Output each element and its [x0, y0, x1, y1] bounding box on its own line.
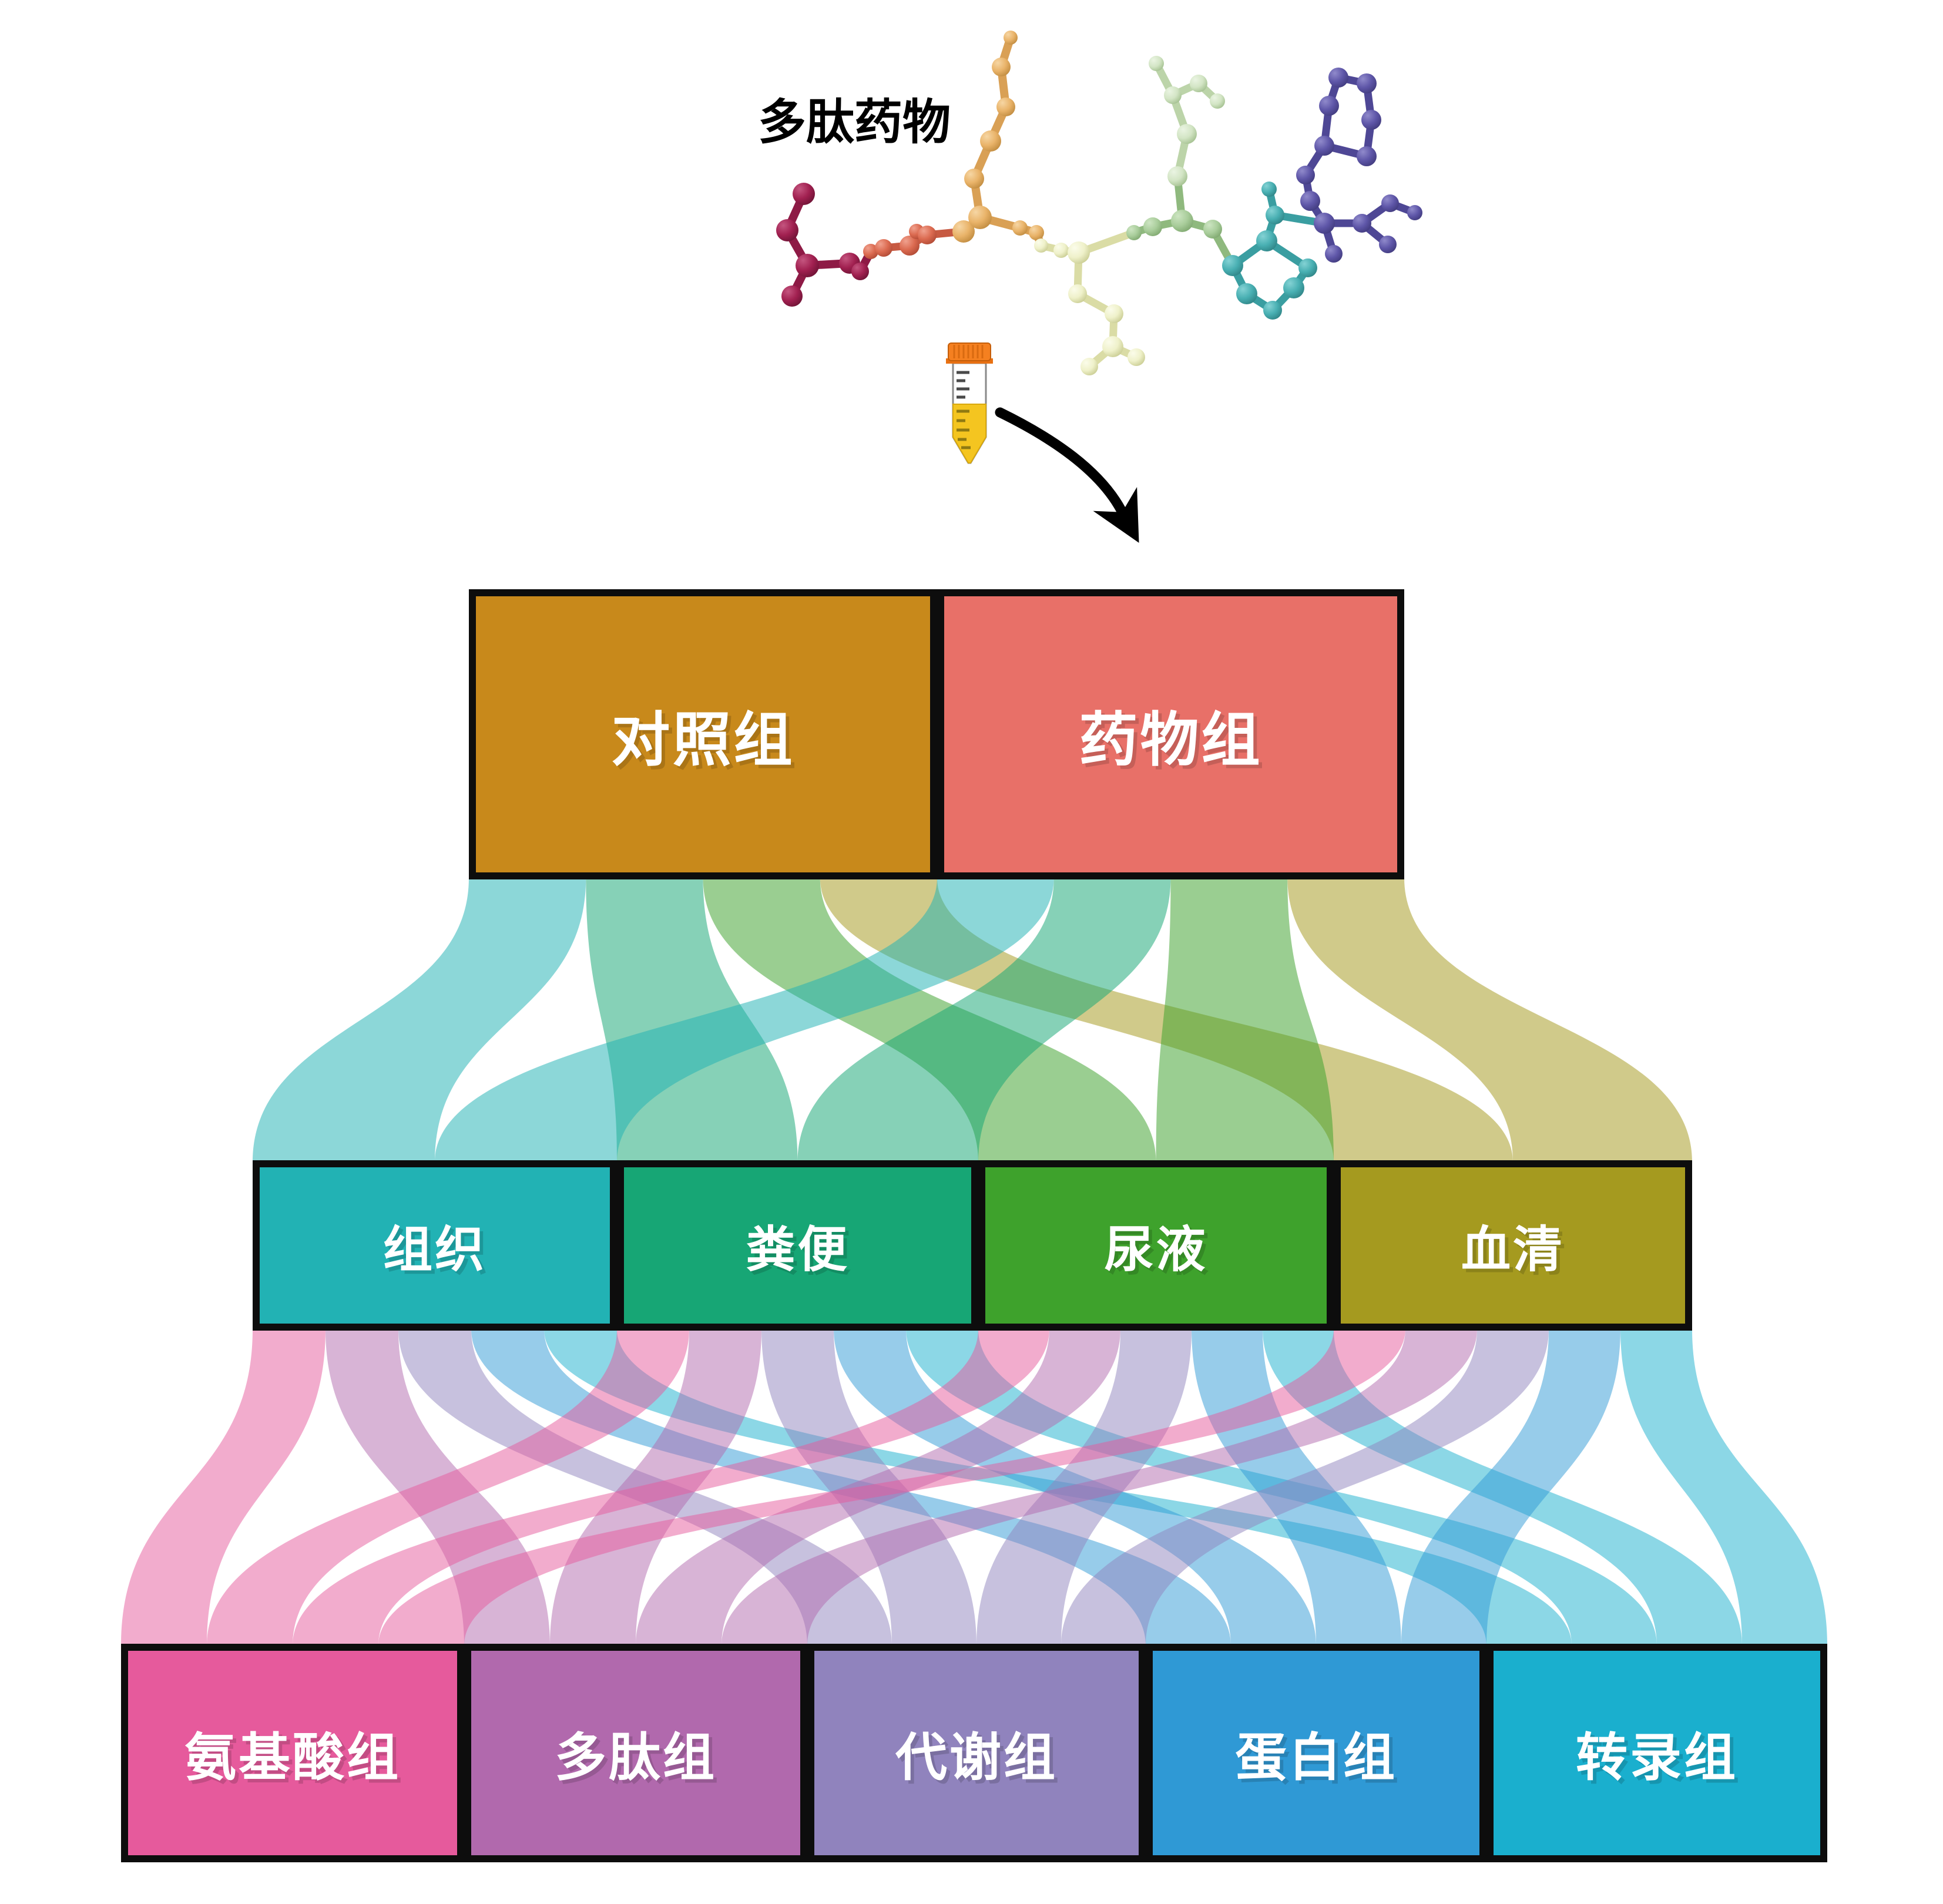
node-transcriptomics: 转录组 [1486, 1644, 1827, 1862]
sample-tube-and-arrow [946, 342, 1139, 543]
node-control-group: 对照组 [469, 589, 937, 879]
flow-arrow-icon [995, 407, 1139, 543]
molecule-bonds [783, 33, 1419, 371]
node-drug-group: 药物组 [937, 589, 1404, 879]
node-tissue: 组织 [253, 1160, 617, 1331]
flow-ribbon [1061, 1329, 1549, 1646]
node-urine: 尿液 [978, 1160, 1334, 1331]
node-proteomics: 蛋白组 [1146, 1644, 1486, 1862]
flow-ribbon [1401, 1329, 1620, 1646]
sample-tube-icon [946, 342, 993, 464]
molecule-illustration [776, 31, 1422, 375]
flow-ribbon [121, 1329, 325, 1646]
flow-ribbon [797, 878, 1171, 1162]
flow-ribbon [207, 1329, 689, 1646]
flow-ribbon [435, 878, 1054, 1162]
molecule-label: 多肽药物 [758, 96, 951, 149]
node-amino-acid-omics: 氨基酸组 [121, 1644, 464, 1862]
node-peptidomics: 多肽组 [464, 1644, 807, 1862]
node-feces: 粪便 [617, 1160, 978, 1331]
flow-ribbon [722, 1329, 1477, 1646]
node-serum: 血清 [1334, 1160, 1692, 1331]
flow-ribbon [378, 1329, 1405, 1646]
flow-ribbon [1156, 878, 1334, 1162]
node-metabolomics: 代谢组 [807, 1644, 1146, 1862]
molecule-atoms [776, 31, 1422, 375]
flow-ribbon [293, 1329, 1049, 1646]
flow-ribbon [253, 878, 586, 1162]
flow-ribbon [1620, 1329, 1827, 1646]
flow-ribbon [1287, 878, 1692, 1162]
